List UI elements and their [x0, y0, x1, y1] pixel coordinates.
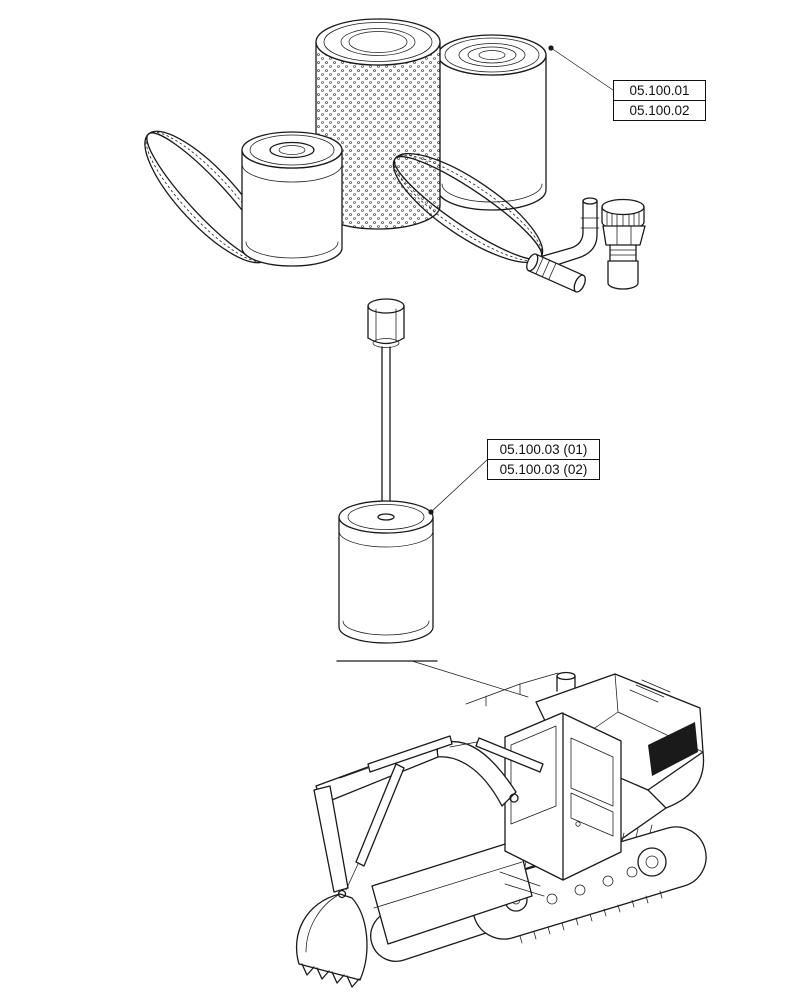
part-ref-05-100-01[interactable]: 05.100.01 — [613, 80, 706, 101]
callout-group-top: 05.100.01 05.100.02 — [613, 80, 706, 121]
leader-line-bottom — [411, 660, 529, 698]
leader-line-middle — [430, 459, 488, 513]
bucket-teeth — [301, 963, 360, 988]
smooth-filter-cartridge — [437, 34, 547, 211]
leader-lines — [411, 45, 614, 698]
elbow-hose-fitting — [526, 197, 600, 293]
bucket — [295, 893, 368, 981]
callout-group-middle: 05.100.03 (01) 05.100.03 (02) — [487, 439, 600, 480]
perforated-air-filter-element — [315, 18, 441, 230]
part-ref-05-100-03-02[interactable]: 05.100.03 (02) — [487, 458, 600, 480]
center-rod — [381, 346, 391, 515]
excavator-figure — [295, 671, 707, 988]
breather-cap — [601, 198, 646, 290]
side-vent-panel — [648, 722, 698, 776]
spin-on-oil-filter — [241, 131, 343, 267]
dozer-blade — [371, 839, 533, 945]
part-ref-05-100-03-01[interactable]: 05.100.03 (01) — [487, 439, 600, 460]
leader-line-top — [550, 47, 614, 91]
filter-cartridge-with-rod — [336, 298, 438, 662]
part-ref-05-100-02[interactable]: 05.100.02 — [613, 99, 706, 121]
